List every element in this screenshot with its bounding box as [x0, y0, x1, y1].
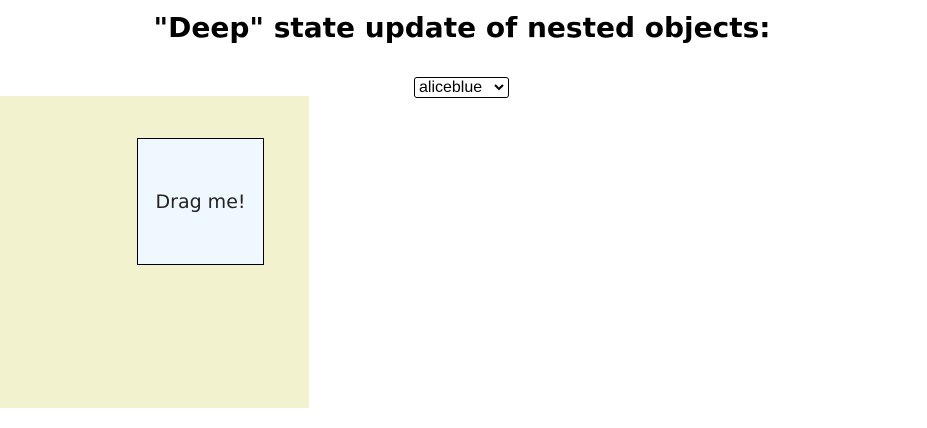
page-title: "Deep" state update of nested objects: [153, 11, 771, 44]
drag-box-label: Drag me! [155, 190, 246, 213]
drag-box[interactable]: Drag me! [137, 138, 264, 265]
color-select-wrapper: aliceblue [414, 77, 509, 98]
color-select-value: aliceblue [419, 79, 483, 96]
chevron-down-icon [494, 84, 504, 91]
color-select[interactable]: aliceblue [414, 77, 509, 98]
